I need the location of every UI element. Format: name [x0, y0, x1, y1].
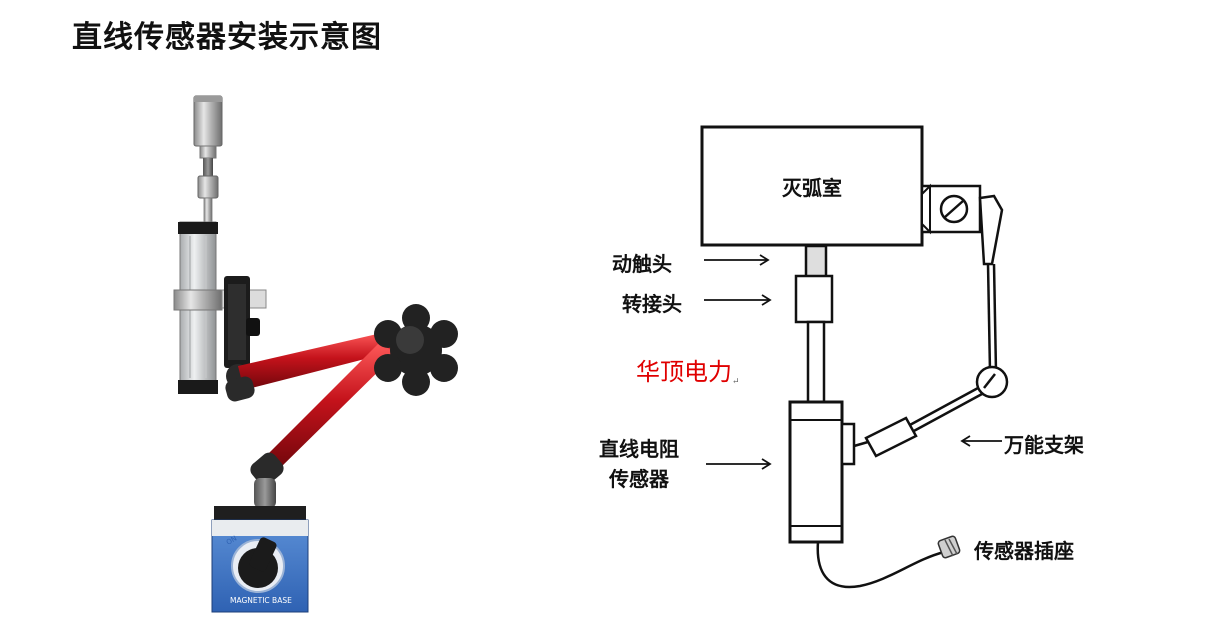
mount-screw-icon: [921, 183, 969, 235]
sensor-rod: [806, 320, 826, 406]
universal-bracket-label: 万能支架: [1004, 433, 1084, 457]
magnetic-base-text: MAGNETIC BASE: [230, 596, 292, 605]
interrupter-chamber-label: 灭弧室: [782, 175, 842, 200]
brand-watermark: 华顶电力↵: [636, 352, 740, 387]
sensor-connector: [193, 95, 223, 225]
universal-bracket-arm: [853, 194, 1009, 458]
articulating-arm: [225, 332, 396, 508]
sensor-clamp-block: [840, 422, 856, 466]
sensor-body: [788, 400, 844, 544]
sensor-cable: [816, 541, 945, 589]
moving-contact-rod: [804, 244, 828, 280]
interrupter-chamber-box: [700, 125, 924, 247]
linear-sensor-body: [173, 221, 267, 394]
adapter-block: [794, 274, 834, 324]
sensor-socket-label: 传感器插座: [974, 539, 1074, 563]
linear-sensor-label-line2: 传感器: [609, 467, 669, 491]
linear-sensor-label: 直线电阻 传感器: [584, 434, 694, 494]
magnetic-base: ON MAGNETIC BASE: [211, 506, 309, 613]
moving-contact-label: 动触头: [612, 252, 672, 276]
paragraph-mark-icon: ↵: [732, 377, 740, 387]
star-knob: [374, 304, 458, 396]
brand-watermark-text: 华顶电力: [636, 358, 732, 386]
page-title: 直线传感器安装示意图: [72, 20, 382, 55]
linear-sensor-label-line1: 直线电阻: [599, 437, 679, 461]
adapter-label: 转接头: [622, 292, 682, 316]
label-arrows: [704, 254, 1002, 470]
sensor-socket-icon: [937, 535, 961, 559]
